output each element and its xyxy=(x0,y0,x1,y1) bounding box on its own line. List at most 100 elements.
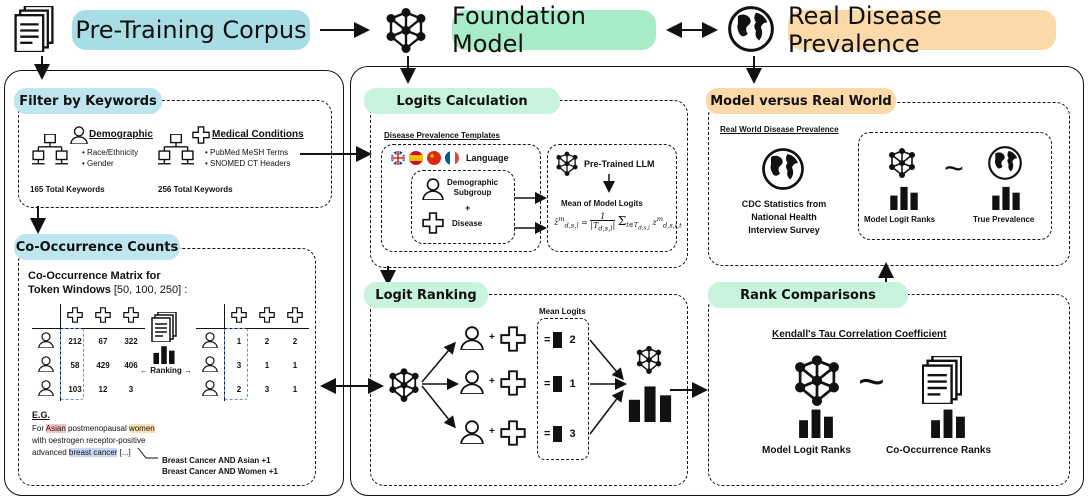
model-logit-ranks-label: Model Logit Ranks xyxy=(762,445,851,456)
list-item: Gender xyxy=(87,159,114,168)
bidirectional-arrow xyxy=(320,378,384,394)
demographic-list: • Race/Ethnicity • Gender xyxy=(82,148,139,168)
arrow-example xyxy=(137,447,158,459)
list-item: SNOMED CT Headers xyxy=(210,159,291,168)
highlight-breast-cancer: breast cancer xyxy=(68,448,118,457)
flag-france-icon xyxy=(445,151,459,165)
list-item: Race/Ethnicity xyxy=(87,148,139,157)
example-fragment: advanced xyxy=(32,448,69,457)
flag-uk-icon xyxy=(391,151,405,165)
medical-cross-icon xyxy=(67,307,83,323)
cooccurrence-ranks-label: Co-Occurrence Ranks xyxy=(886,445,992,456)
medical-cross-icon xyxy=(500,420,526,446)
example-fragment: [...] xyxy=(117,448,131,457)
medical-cross-icon xyxy=(500,370,526,396)
arrow-down xyxy=(34,56,50,80)
true-prevalence-label: True Prevalence xyxy=(973,215,1035,224)
hierarchy-icon xyxy=(158,134,194,165)
real-world-title: Model versus Real World xyxy=(706,88,896,114)
plus-sign: + xyxy=(465,203,471,213)
globe-icon xyxy=(728,6,774,52)
token-windows-values: [50, 100, 250] : xyxy=(113,284,188,296)
documents-icon xyxy=(151,312,177,342)
comparison-box xyxy=(858,132,1052,240)
arrow-corpus-to-model xyxy=(320,22,370,38)
filter-title: Filter by Keywords xyxy=(14,88,162,114)
matrix-cell: 406 xyxy=(124,360,138,370)
cdc-statistics: CDC Statistics from National Health Inte… xyxy=(730,198,838,237)
mean-logits-heading: Mean Logits xyxy=(539,307,586,316)
result-line: Breast Cancer AND Asian +1 xyxy=(162,456,271,465)
medical-heading: Medical Conditions xyxy=(212,129,304,140)
example-fragment: with oestrogen receptor-positive xyxy=(32,436,146,445)
logit-rank: 3 xyxy=(569,428,576,440)
arrow-up xyxy=(878,262,894,282)
example-label: E.G. xyxy=(32,410,51,420)
ranking-title: Logit Ranking xyxy=(364,282,488,308)
matrix-cell: 3 xyxy=(224,353,253,377)
fan-out-arrows xyxy=(421,341,459,429)
example-fragment: postmenopausal xyxy=(65,424,129,433)
bar-chart-icon xyxy=(153,346,175,364)
kendall-label: Kendall's Tau Correlation Coefficient xyxy=(772,329,947,340)
arrow-down xyxy=(30,206,46,234)
pretrained-llm-label: Pre-Trained LLM xyxy=(584,159,655,169)
logit-rank: 2 xyxy=(569,334,576,346)
logit-row: =1 xyxy=(544,376,576,392)
label-line: National Health xyxy=(751,212,817,222)
bidirectional-arrow xyxy=(666,22,718,38)
matrix-cell: 1 xyxy=(292,384,298,394)
mean-logits-box xyxy=(537,318,589,460)
plus-sign: + xyxy=(489,332,495,343)
token-windows-label: Token Windows xyxy=(28,284,111,296)
documents-icon xyxy=(14,6,54,52)
real-disease-prevalence-label: Real Disease Prevalence xyxy=(788,2,1056,58)
left-panel xyxy=(4,70,344,496)
rank-matrix: 1 2 2 3 1 1 2 3 1 xyxy=(196,304,309,401)
logit-rank: 1 xyxy=(569,378,576,390)
bar-chart-icon xyxy=(799,409,833,438)
neural-network-icon xyxy=(388,367,420,402)
foundation-model-label: Foundation Model xyxy=(452,2,656,58)
main-panel xyxy=(350,66,1084,496)
neural-network-icon xyxy=(888,147,916,178)
logit-row: =3 xyxy=(544,426,576,442)
list-item: PubMed MeSH Terms xyxy=(210,148,289,157)
person-icon xyxy=(38,356,54,373)
arrow-ranking-to-comparison xyxy=(670,382,708,398)
cooccurrence-title: Co-Occurrence Counts xyxy=(14,234,180,260)
plus-sign: + xyxy=(489,426,495,437)
arrow-down xyxy=(380,266,396,286)
templates-label: Disease Prevalence Templates xyxy=(384,131,500,140)
matrix-cell: 429 xyxy=(96,360,110,370)
medical-cross-icon xyxy=(123,307,139,323)
bar-chart-icon xyxy=(890,186,918,210)
example-text: For Asian postmenopausal women with oest… xyxy=(32,423,232,459)
matrix-cell: 3 xyxy=(264,384,270,394)
rank-comparison-box xyxy=(708,294,1070,486)
disease-label: Disease xyxy=(452,219,483,228)
neural-network-icon xyxy=(555,150,579,176)
example-fragment: For xyxy=(32,424,46,433)
medical-count: 256 Total Keywords xyxy=(158,185,233,194)
ranking-text: Ranking xyxy=(150,366,182,375)
person-icon xyxy=(70,126,88,144)
mean-logits-formula: z̄md,s,l = 1|Td,s,l| Σt∈Td,s,l zmd,s,l,t xyxy=(554,212,682,233)
language-label: Language xyxy=(466,153,509,163)
medical-list: • PubMed MeSH Terms • SNOMED CT Headers xyxy=(205,148,291,168)
matrix-cell: 3 xyxy=(128,384,134,394)
model-logit-ranks-label: Model Logit Ranks xyxy=(864,215,936,224)
rank-comparison-title: Rank Comparisons xyxy=(708,282,908,308)
medical-cross-icon xyxy=(192,126,210,144)
hierarchy-icon xyxy=(32,134,68,165)
medical-cross-icon xyxy=(95,307,111,323)
matrix-cell: 103 xyxy=(60,377,89,401)
documents-icon xyxy=(922,356,962,404)
equals-sign: = xyxy=(544,334,551,346)
logit-bar xyxy=(553,376,563,392)
demographic-heading: Demographic xyxy=(89,129,153,140)
highlight-women: women xyxy=(128,424,155,433)
highlight-column xyxy=(224,328,248,400)
matrix-cell: 1 xyxy=(292,360,298,370)
